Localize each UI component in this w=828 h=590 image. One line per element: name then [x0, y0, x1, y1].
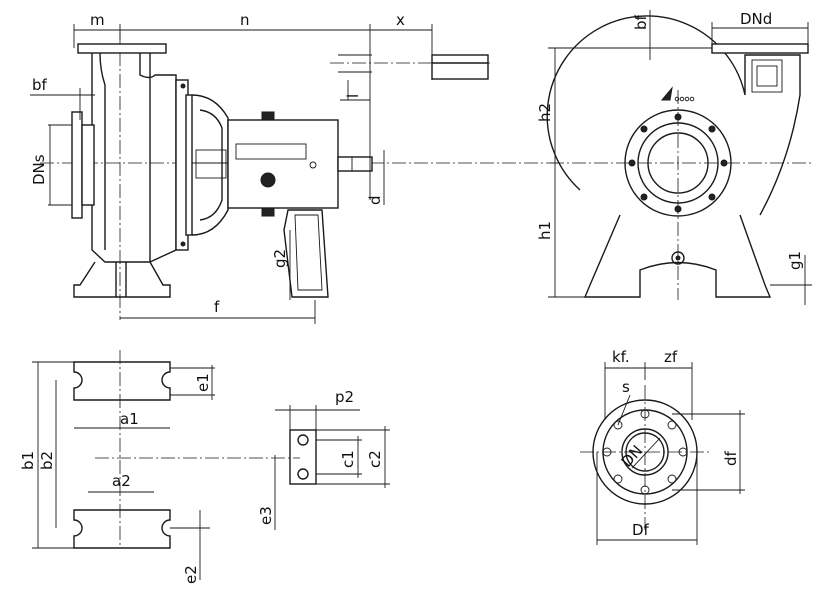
label-a2: a2: [112, 472, 131, 490]
label-s: s: [622, 378, 630, 396]
label-h2: h2: [536, 103, 554, 122]
label-l: l: [344, 94, 362, 98]
support-foot-detail: p2 c1 c2 e3: [257, 388, 390, 530]
label-n: n: [240, 11, 250, 29]
label-b1: b1: [19, 451, 37, 470]
label-e1: e1: [194, 373, 212, 392]
label-f: f: [214, 298, 220, 316]
label-c2: c2: [366, 450, 384, 468]
label-p2: p2: [335, 388, 354, 406]
foot-plan: e1 a1 b1 b2 a2 e2: [19, 350, 300, 584]
label-e2: e2: [182, 565, 200, 584]
label-bf-top: bf: [632, 14, 650, 30]
label-g1: g1: [786, 251, 804, 270]
side-view-dimensions: m n x bf DNs l d g2 f: [30, 11, 433, 324]
label-Df: Df: [632, 521, 650, 539]
label-DNd: DNd: [740, 10, 772, 28]
label-df: df: [722, 450, 740, 466]
label-x: x: [396, 11, 405, 29]
label-d: d: [366, 195, 384, 205]
front-view: [546, 15, 812, 300]
label-a1: a1: [120, 410, 139, 428]
side-view: [40, 30, 560, 320]
label-zf: zf: [664, 348, 678, 366]
label-g2: g2: [271, 249, 289, 268]
label-bf-side: bf: [32, 76, 48, 94]
front-view-dimensions: bf DNd h2 h1 g1: [536, 10, 812, 305]
flange-detail: DN s kf. zf df Df: [580, 348, 745, 545]
label-e3: e3: [257, 506, 275, 525]
label-DNs: DNs: [30, 154, 48, 185]
label-m: m: [90, 11, 105, 29]
label-DN: DN: [618, 442, 647, 471]
label-h1: h1: [536, 221, 554, 240]
label-b2: b2: [38, 451, 56, 470]
label-c1: c1: [339, 450, 357, 468]
label-kf: kf.: [612, 348, 630, 366]
